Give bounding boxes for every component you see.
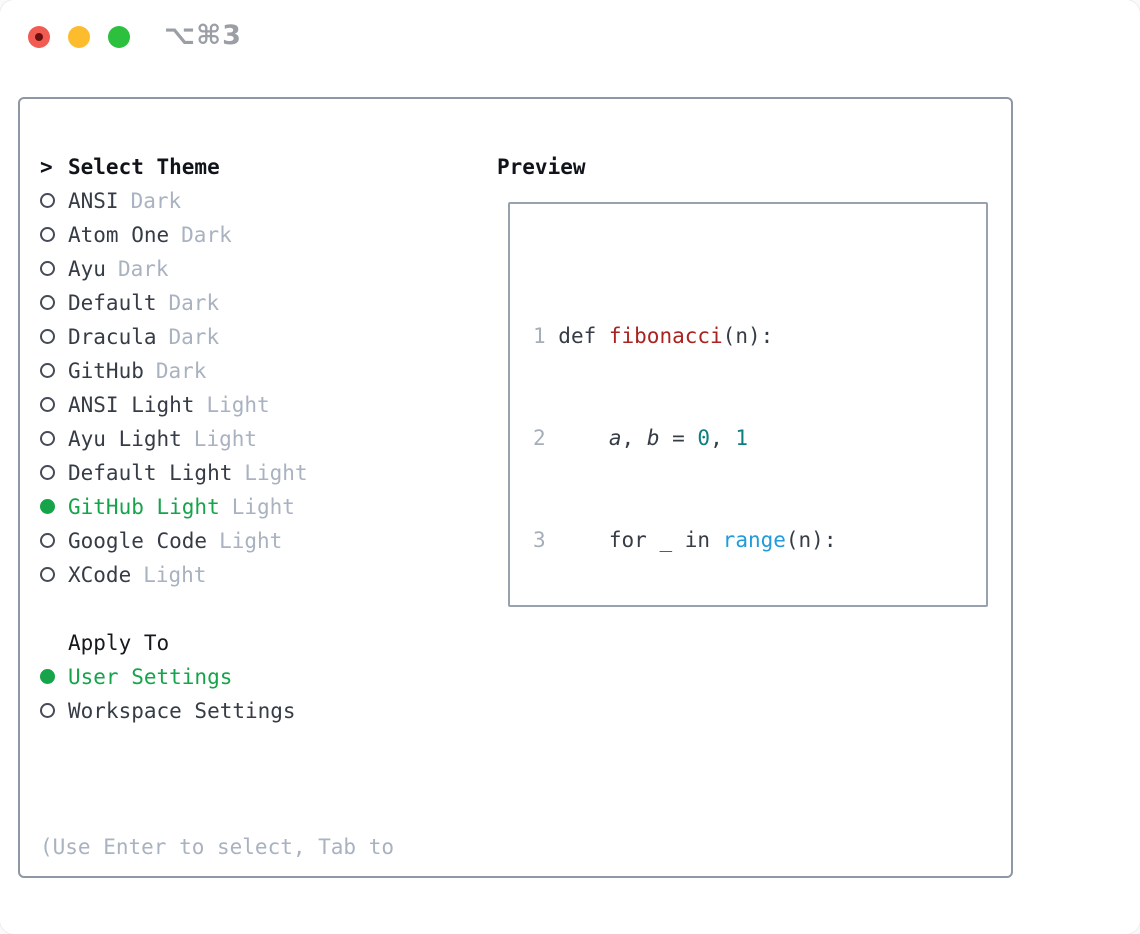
- preview-box: 1 def fibonacci(n): 2 a, b = 0, 1 3 for …: [508, 202, 988, 607]
- radio-unselected-icon: [40, 363, 55, 378]
- apply-option-user-settings[interactable]: User Settings: [40, 660, 296, 694]
- apply-to-title: Apply To: [68, 631, 170, 655]
- apply-to-header: Apply To: [40, 626, 296, 660]
- radio-selected-icon: [40, 669, 55, 684]
- radio-unselected-icon: [40, 465, 55, 480]
- radio-unselected-icon: [40, 397, 55, 412]
- theme-variant-tag: Dark: [117, 257, 169, 281]
- theme-variant-tag: Dark: [181, 223, 232, 247]
- radio-selected-icon: [40, 499, 55, 514]
- radio-unselected-icon: [40, 193, 55, 208]
- minimize-button[interactable]: [68, 26, 90, 48]
- code-line: 3 for _ in range(n):: [533, 528, 837, 552]
- theme-option-github-dark[interactable]: GitHub Dark: [40, 354, 308, 388]
- radio-unselected-icon: [40, 261, 55, 276]
- theme-option-xcode-light[interactable]: XCode Light: [40, 558, 308, 592]
- theme-option-default-dark[interactable]: Default Dark: [40, 286, 308, 320]
- theme-option-atom-one-dark[interactable]: Atom One Dark: [40, 218, 308, 252]
- theme-variant-tag: Light: [143, 563, 207, 587]
- builtin-token: range: [722, 528, 786, 552]
- theme-option-dracula-dark[interactable]: Dracula Dark: [40, 320, 308, 354]
- theme-option-github-light[interactable]: GitHub Light Light: [40, 490, 308, 524]
- theme-variant-tag: Light: [231, 495, 295, 519]
- code-line: 2 a, b = 0, 1: [533, 426, 749, 450]
- help-line-1: (Use Enter to select, Tab to: [40, 835, 395, 859]
- apply-to-section: Apply To User Settings Workspace Setting…: [40, 626, 296, 728]
- radio-unselected-icon: [40, 329, 55, 344]
- theme-list: > Select Theme ANSI Dark Atom One Dark A…: [40, 150, 308, 592]
- theme-option-ansi-light[interactable]: ANSI Light Light: [40, 388, 308, 422]
- close-button[interactable]: [28, 26, 50, 48]
- theme-list-header: > Select Theme: [40, 150, 308, 184]
- preview-title: Preview: [497, 155, 586, 179]
- theme-variant-tag: Dark: [130, 189, 182, 213]
- close-dot-icon: [35, 33, 43, 41]
- number-token: 0: [697, 426, 711, 450]
- radio-unselected-icon: [40, 295, 55, 310]
- code-preview: 1 def fibonacci(n): 2 a, b = 0, 1 3 for …: [510, 204, 986, 605]
- window-titlebar: ⌥⌘3: [0, 0, 1140, 72]
- theme-variant-tag: Dark: [168, 325, 220, 349]
- theme-variant-tag: Light: [206, 393, 270, 417]
- function-name-token: fibonacci: [608, 324, 723, 348]
- theme-option-google-code-light[interactable]: Google Code Light: [40, 524, 308, 558]
- theme-list-title: Select Theme: [68, 155, 220, 179]
- theme-variant-tag: Dark: [155, 359, 207, 383]
- theme-variant-tag: Light: [244, 461, 308, 485]
- number-token: 1: [735, 426, 749, 450]
- theme-option-default-light[interactable]: Default Light Light: [40, 456, 308, 490]
- apply-option-workspace-settings[interactable]: Workspace Settings: [40, 694, 296, 728]
- theme-variant-tag: Light: [193, 427, 258, 451]
- radio-unselected-icon: [40, 567, 55, 582]
- zoom-button[interactable]: [108, 26, 130, 48]
- radio-unselected-icon: [40, 227, 55, 242]
- theme-variant-tag: Light: [219, 529, 283, 553]
- window-title: ⌥⌘3: [164, 20, 242, 51]
- theme-variant-tag: Dark: [168, 291, 220, 315]
- theme-option-ansi-dark[interactable]: ANSI Dark: [40, 184, 308, 218]
- code-line: 1 def fibonacci(n):: [533, 324, 774, 348]
- radio-unselected-icon: [40, 431, 55, 446]
- main-panel: > Select Theme ANSI Dark Atom One Dark A…: [18, 97, 1013, 878]
- theme-option-ayu-dark[interactable]: Ayu Dark: [40, 252, 308, 286]
- prompt-icon: >: [40, 155, 53, 179]
- theme-option-ayu-light[interactable]: Ayu Light Light: [40, 422, 308, 456]
- radio-unselected-icon: [40, 533, 55, 548]
- help-text: (Use Enter to select, Tab to change focu…: [40, 762, 394, 934]
- radio-unselected-icon: [40, 703, 55, 718]
